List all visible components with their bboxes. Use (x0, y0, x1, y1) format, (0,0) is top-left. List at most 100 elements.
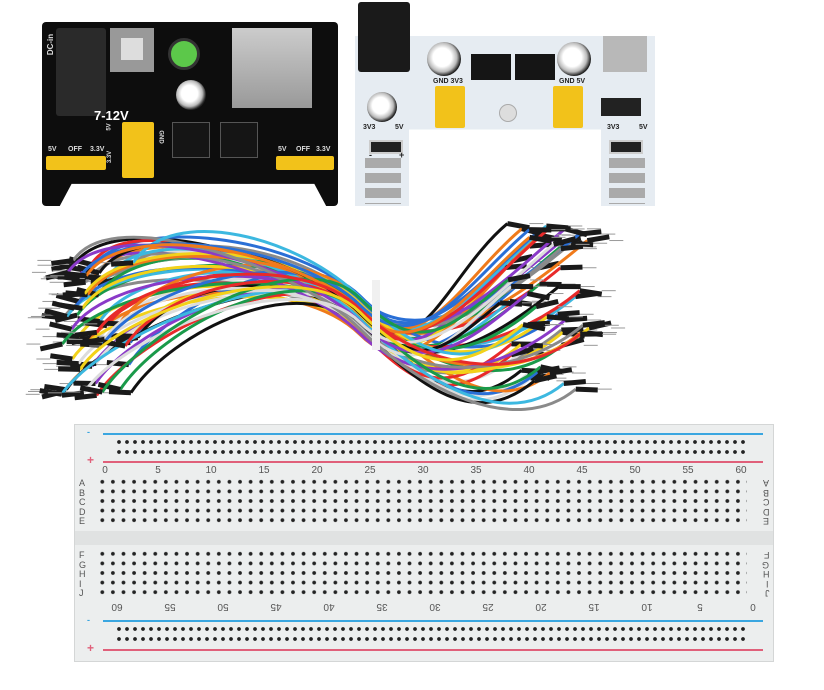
row-letter: J (79, 588, 84, 599)
column-number: 55 (164, 601, 176, 612)
voltage-regulator (515, 54, 555, 80)
bottom-rail-plus-label: + (87, 641, 95, 655)
column-number: 55 (682, 465, 694, 476)
column-number: 50 (217, 601, 229, 612)
column-number: 20 (535, 601, 547, 612)
wire-connector (507, 273, 531, 283)
column-number: 15 (588, 601, 600, 612)
wire-connector (563, 379, 587, 386)
top-rail-holes (115, 437, 745, 457)
column-number: 0 (102, 465, 108, 476)
wire-connector (49, 353, 73, 362)
wire-connector (546, 314, 570, 322)
wire-connector (552, 236, 577, 247)
column-number: 0 (750, 601, 756, 612)
wire-connector (535, 298, 559, 310)
wire-connector (499, 300, 523, 307)
left-voltage-jumper[interactable] (46, 156, 106, 170)
column-number: 25 (364, 465, 376, 476)
column-number: 40 (323, 601, 335, 612)
column-number: 5 (697, 601, 703, 612)
row-letter: H (762, 569, 770, 580)
top-red-rail-line (103, 461, 763, 463)
wire-connector (44, 384, 67, 393)
column-number: 60 (111, 601, 123, 612)
wire-connector (586, 234, 610, 243)
wire-connector (80, 341, 103, 348)
voltage-regulator (471, 54, 511, 80)
column-number: 25 (482, 601, 494, 612)
jumper-wire (105, 247, 565, 405)
top-rail-plus-label: + (87, 453, 95, 467)
wire-connector (97, 320, 120, 327)
power-button[interactable] (110, 28, 154, 72)
wire-connector (82, 336, 105, 345)
wire-connector (55, 293, 80, 304)
column-number: 30 (429, 601, 441, 612)
top-rail-minus-label: - (87, 427, 90, 437)
wire-connector (506, 221, 530, 231)
column-number: 10 (641, 601, 653, 612)
jumper-wire (95, 272, 582, 366)
wire-connector (110, 260, 134, 267)
column-number: 45 (576, 465, 588, 476)
wire-connector (520, 342, 544, 349)
wire-connector (560, 243, 584, 252)
left-selector-off: OFF (68, 146, 82, 153)
bottom-red-rail-line (103, 649, 763, 651)
bottom-rail-holes (115, 624, 745, 644)
jumper-wire (100, 277, 510, 393)
left-selector-5v: 5V (48, 146, 57, 153)
wire-connector (575, 386, 598, 393)
switch-left-3v3: 3V3 (363, 124, 376, 131)
wire-connector (39, 341, 63, 352)
column-number: 60 (735, 465, 747, 476)
column-number: 50 (629, 465, 641, 476)
wire-connector (74, 392, 97, 401)
wire-connector (97, 382, 121, 392)
wire-connector (534, 232, 558, 243)
black-power-supply-module: DC-in 7-12V 5V OFF 3.3V 5V OFF 3.3V 5V G… (42, 22, 338, 206)
right-selector-5v: 5V (278, 146, 287, 153)
bottom-terminal-holes (97, 549, 747, 597)
right-voltage-jumper[interactable] (276, 156, 334, 170)
wire-connector (49, 321, 73, 332)
column-number: 30 (417, 465, 429, 476)
led (499, 104, 517, 122)
right-voltage-switch[interactable] (609, 140, 643, 154)
wire-connector (76, 264, 100, 276)
wire-connector (560, 264, 583, 271)
header-3v3-label: 3.3V (107, 150, 114, 164)
left-voltage-switch[interactable] (369, 140, 403, 154)
row-letter: A (79, 478, 86, 488)
jumper-wire-bundle (25, 221, 626, 412)
center-channel (75, 531, 773, 545)
output-header (435, 86, 465, 128)
row-letter: J (764, 588, 770, 599)
switch-left-5v: 5V (395, 124, 404, 131)
cap-left-label: GND 3V3 (433, 78, 463, 85)
capacitor (176, 80, 206, 110)
column-number: 15 (258, 465, 270, 476)
left-rail-pins (365, 158, 401, 204)
output-header (122, 122, 154, 178)
bottom-rail-minus-label: - (87, 615, 90, 625)
dc-in-label: DC-in (46, 33, 56, 56)
wire-connector (526, 291, 550, 301)
top-blue-rail-line (103, 433, 763, 435)
row-letter: C (762, 497, 770, 508)
wire-connector (539, 364, 564, 374)
usb-port (232, 28, 312, 108)
left-selector-3v3: 3.3V (90, 146, 105, 153)
voltage-regulator (172, 122, 210, 158)
bottom-blue-rail-line (103, 620, 763, 622)
capacitor (367, 92, 397, 122)
top-terminal-holes (97, 477, 747, 525)
row-letter: A (762, 478, 769, 488)
jumper-wire (78, 285, 524, 371)
polarity-plus: + (399, 150, 405, 160)
led (168, 38, 200, 70)
cable-tie (372, 280, 380, 350)
